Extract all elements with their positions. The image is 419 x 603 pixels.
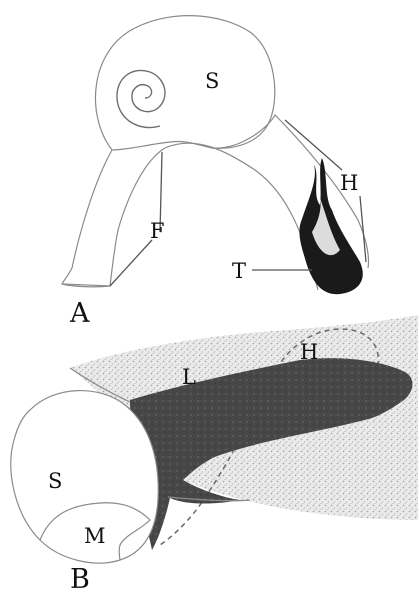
leader-h-2	[360, 196, 366, 262]
label-l: L	[182, 365, 196, 389]
label-s-b: S	[48, 469, 62, 493]
label-m: M	[84, 524, 106, 548]
shell-s-outline	[95, 16, 274, 150]
label-h-b: H	[300, 340, 318, 364]
label-s: S	[205, 69, 219, 93]
spiral-coil	[117, 70, 165, 127]
panel-label-a: A	[69, 298, 90, 329]
panel-b: L H S M B	[11, 315, 418, 595]
label-f: F	[150, 219, 165, 243]
label-h: H	[340, 171, 358, 195]
panel-label-b: B	[70, 564, 90, 595]
leader-h-1	[285, 120, 342, 170]
arch-outer	[62, 148, 165, 286]
leader-f-2	[110, 240, 152, 286]
label-t: T	[232, 259, 246, 283]
panel-a: S H F T A	[62, 16, 369, 329]
